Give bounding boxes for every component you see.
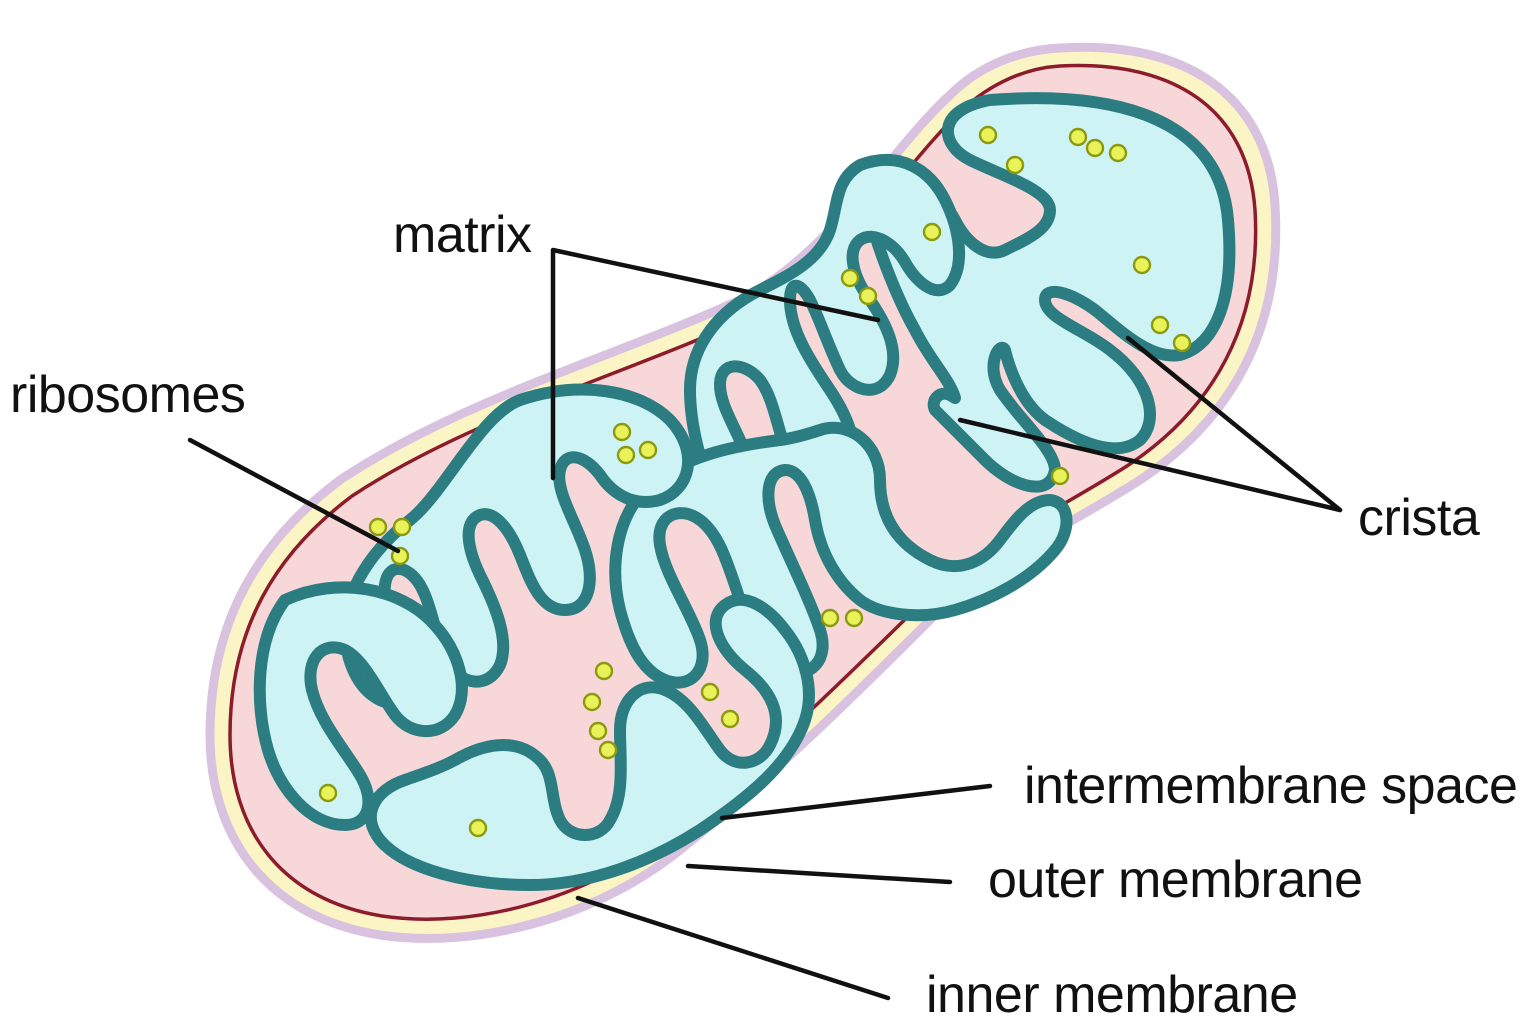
ribosome [618, 447, 634, 463]
outer-membrane-leader-line [688, 866, 950, 882]
matrix-label: matrix [393, 206, 532, 264]
ribosome [640, 442, 656, 458]
ribosome [924, 224, 940, 240]
ribosome [1070, 129, 1086, 145]
ribosome [596, 663, 612, 679]
ribosome [1152, 317, 1168, 333]
ribosome [822, 610, 838, 626]
ribosomes-label: ribosomes [10, 366, 245, 424]
ribosome [1110, 145, 1126, 161]
ribosome [370, 519, 386, 535]
intermembrane-space-label: intermembrane space [1024, 757, 1517, 815]
ribosome [980, 127, 996, 143]
inner-membrane-label: inner membrane [926, 966, 1298, 1022]
ribosome [1087, 140, 1103, 156]
outer-membrane-label: outer membrane [988, 851, 1363, 909]
ribosome [394, 519, 410, 535]
ribosome [1052, 468, 1068, 484]
ribosome [702, 684, 718, 700]
ribosome [590, 723, 606, 739]
ribosome [722, 711, 738, 727]
inner-membrane-leader-line [578, 898, 888, 998]
ribosome [842, 270, 858, 286]
ribosome [320, 785, 336, 801]
ribosome [1007, 157, 1023, 173]
ribosome [1174, 335, 1190, 351]
ribosome [600, 742, 616, 758]
ribosome [470, 820, 486, 836]
crista-label: crista [1358, 489, 1480, 547]
ribosome [860, 288, 876, 304]
intermembrane-space-leader-line [722, 786, 990, 818]
ribosome [846, 610, 862, 626]
ribosome [614, 424, 630, 440]
ribosome [584, 694, 600, 710]
ribosome [1134, 257, 1150, 273]
